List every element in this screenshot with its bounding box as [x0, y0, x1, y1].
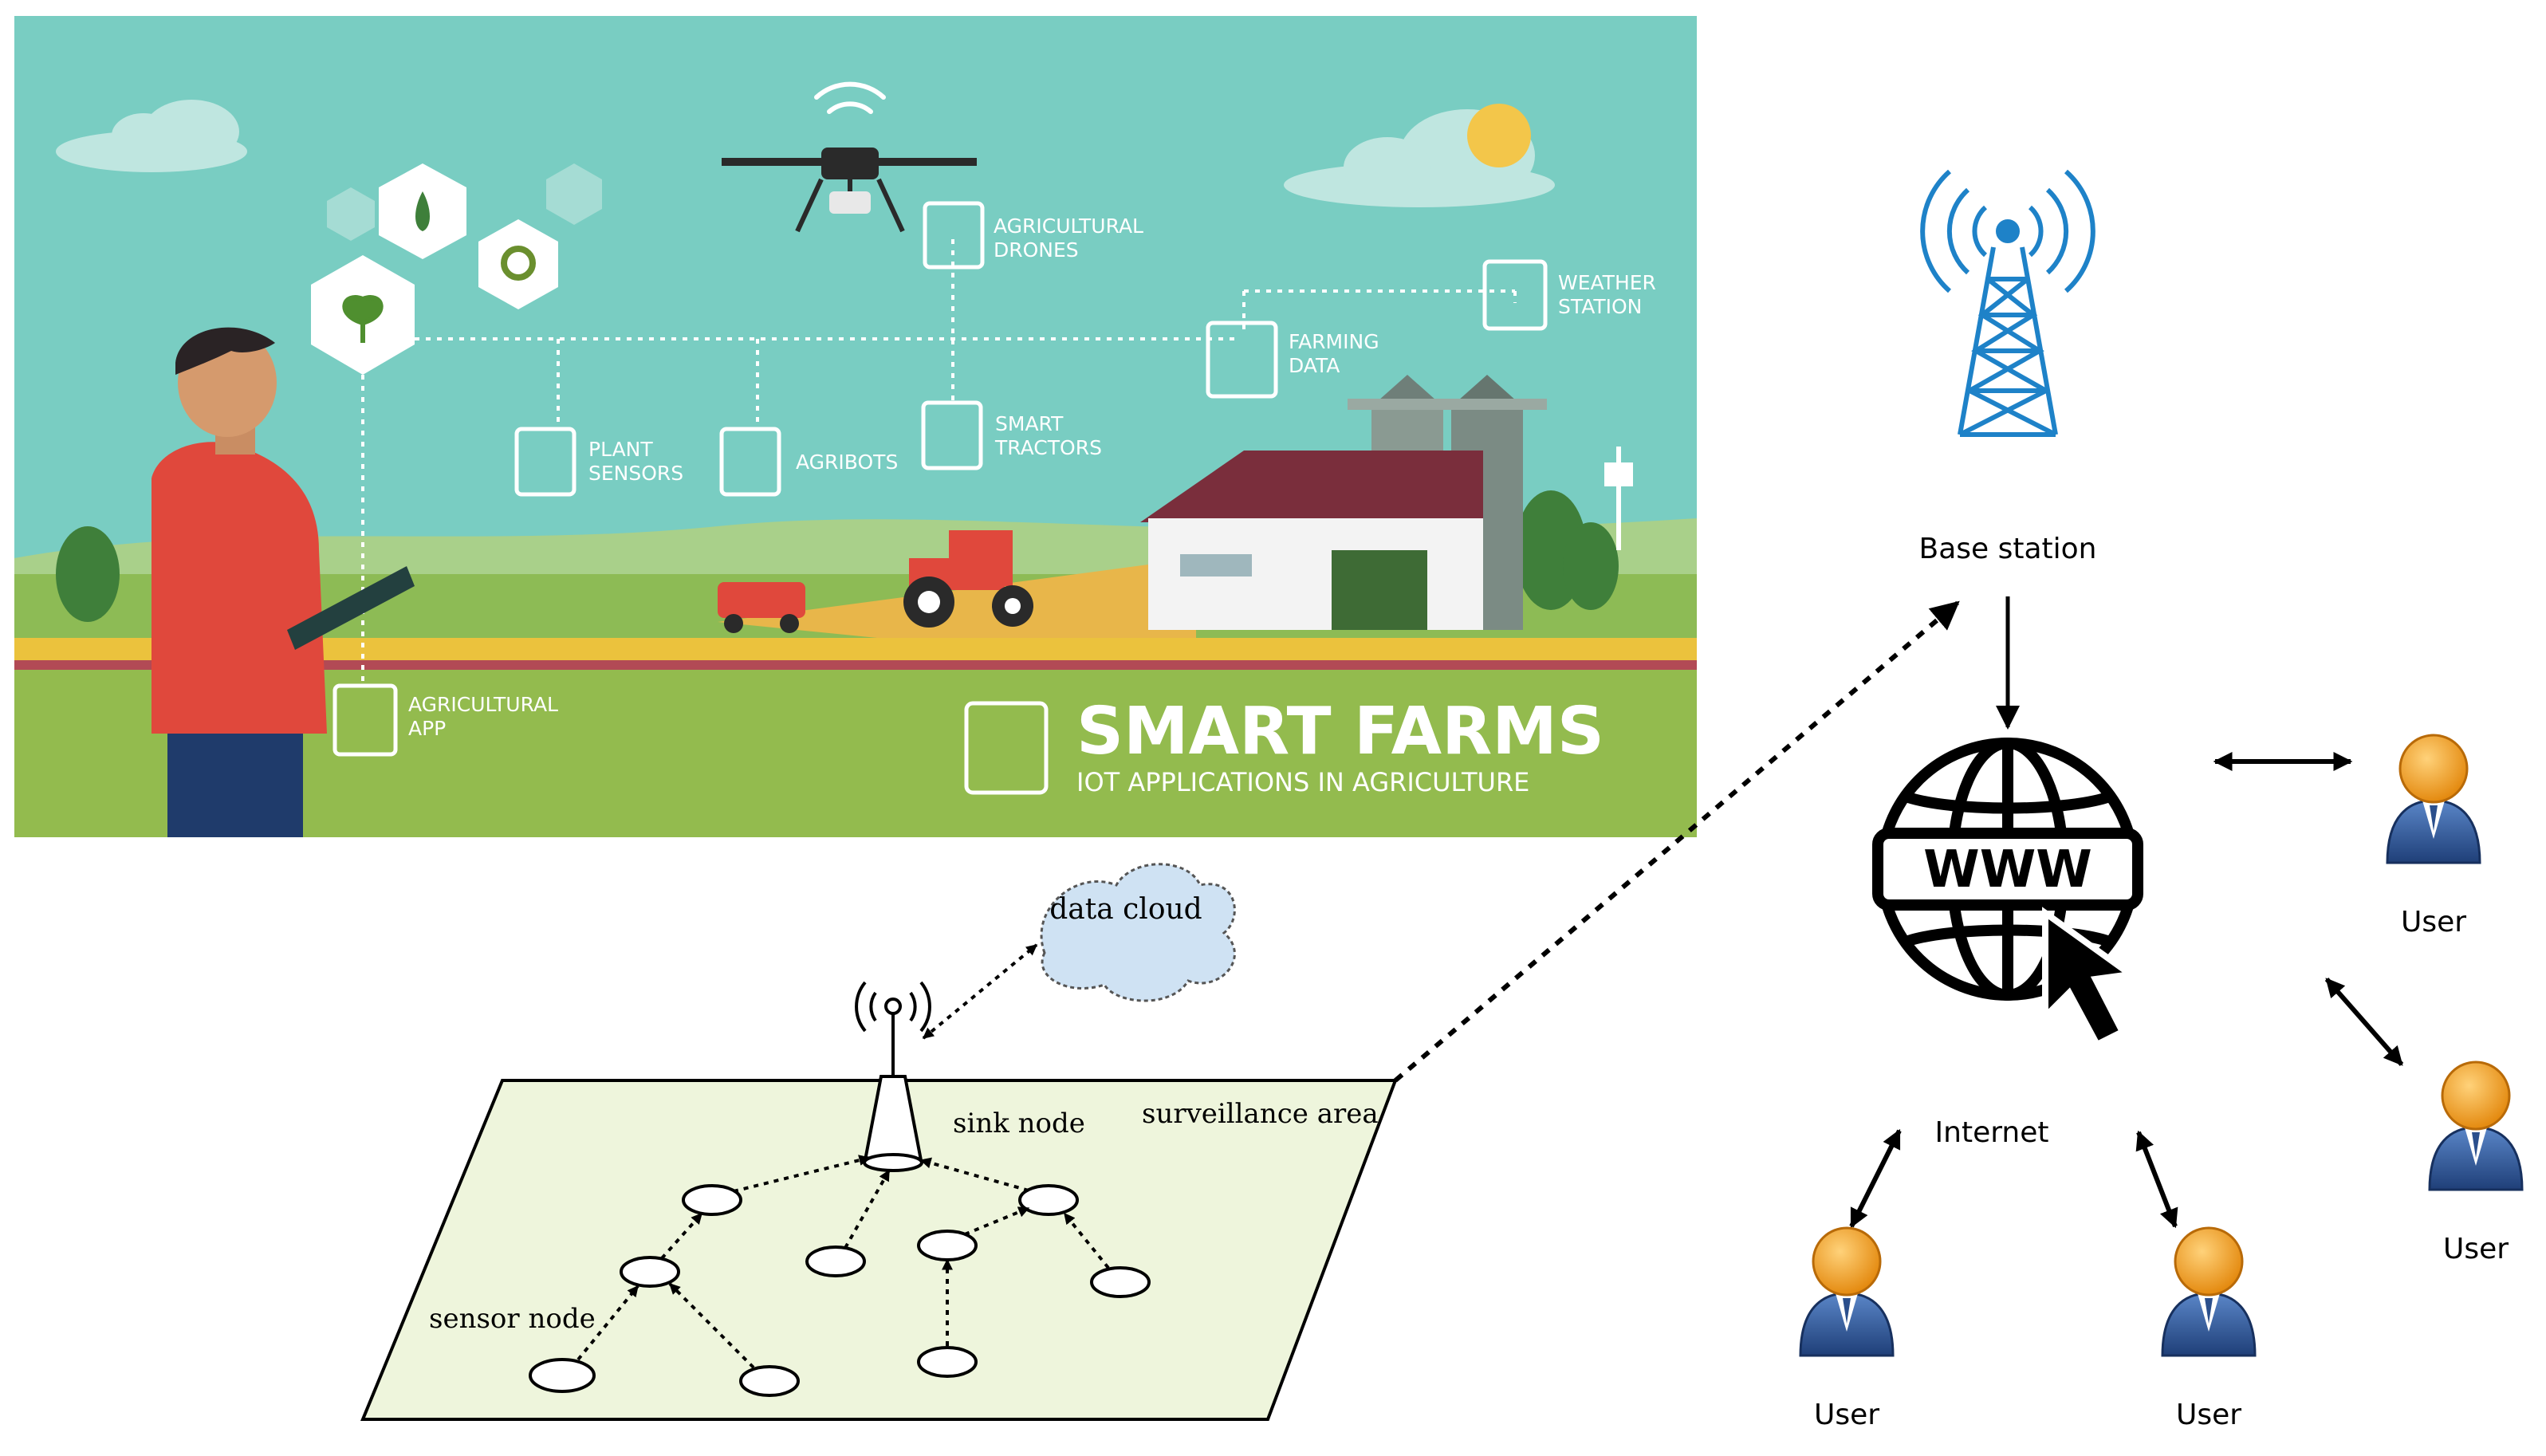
svg-text:AGRIBOTS: AGRIBOTS: [796, 451, 898, 474]
sensor-box-icon: [514, 427, 576, 497]
drone-icon: [722, 81, 977, 233]
svg-text:APP: APP: [408, 717, 446, 740]
svg-text:PLANT: PLANT: [588, 438, 653, 461]
tree-icon: [56, 490, 1619, 622]
banner-label-icons: [333, 201, 1548, 795]
wsn-arrows: [576, 1155, 1110, 1369]
svg-text:DATA: DATA: [1289, 354, 1340, 377]
sensor-node: [917, 1230, 978, 1261]
area-to-base-station-link: [1394, 600, 1960, 1083]
banner-title: SMART FARMS: [1076, 694, 1604, 769]
svg-text:SENSORS: SENSORS: [588, 462, 683, 485]
sink-node-label: sink node: [953, 1108, 1085, 1139]
user-label: User: [2401, 906, 2466, 939]
sensor-node: [682, 1184, 742, 1216]
sensor-node: [739, 1365, 800, 1397]
label-weather-station: WEATHER STATION: [1558, 271, 1656, 318]
label-agricultural-drones: AGRICULTURAL DRONES: [994, 214, 1143, 262]
user-icon: [1799, 1226, 1895, 1357]
plant-icon: [342, 295, 384, 343]
smart-farms-banner: AGRICULTURAL DRONES WEATHER STATION FARM…: [14, 16, 1697, 837]
svg-text:DRONES: DRONES: [994, 238, 1079, 262]
sink-node: [855, 981, 931, 1172]
drone-box-icon: [923, 201, 985, 270]
user-label: User: [2176, 1399, 2241, 1431]
crop-field: [718, 558, 1196, 638]
svg-text:AGRICULTURAL: AGRICULTURAL: [408, 693, 558, 716]
farm-logo-icon: [964, 701, 1049, 795]
banner-subtitle: IOT APPLICATIONS IN AGRICULTURE: [1076, 767, 1529, 797]
cloud-icon: [56, 100, 247, 172]
sun-icon: [1467, 104, 1531, 167]
hexagon-icons: [311, 163, 602, 375]
antenna-icon: [884, 998, 902, 1015]
data-cloud: data cloud: [1040, 863, 1236, 1002]
tractor-box-icon: [921, 400, 983, 470]
www-label: WWW: [1923, 840, 2092, 899]
user-label: User: [1814, 1399, 1879, 1431]
sink-cloud-link: [922, 943, 1038, 1040]
app-box-icon: [333, 683, 398, 757]
road-edge: [14, 660, 1697, 670]
cloud-icon: [1284, 109, 1555, 207]
banner-connectors: [361, 239, 1517, 686]
sensor-node: [620, 1256, 680, 1288]
user-icon: [2428, 1061, 2524, 1191]
user-icon: [2386, 734, 2481, 864]
base-station-tower-icon: [1920, 169, 2095, 437]
svg-text:AGRICULTURAL: AGRICULTURAL: [994, 214, 1143, 238]
svg-text:WEATHER: WEATHER: [1558, 271, 1656, 294]
svg-text:STATION: STATION: [1558, 295, 1642, 318]
sensor-node: [529, 1358, 596, 1393]
gear-icon: [501, 246, 536, 281]
svg-text:SMART: SMART: [995, 412, 1064, 435]
svg-text:TRACTORS: TRACTORS: [994, 436, 1102, 459]
label-plant-sensors: PLANT SENSORS: [588, 438, 683, 485]
cursor-icon: [2042, 907, 2139, 1049]
wsn-diagram: data cloud sink node surveillance area s…: [360, 863, 1398, 1421]
label-smart-tractors: SMART TRACTORS: [994, 412, 1102, 459]
internet-label: Internet: [1935, 1116, 2049, 1149]
surveillance-area: [360, 1079, 1398, 1421]
farmer-figure: [152, 327, 415, 837]
sensor-node: [1018, 1184, 1079, 1216]
barn-icon: [1140, 451, 1483, 630]
sensor-nodes: [529, 1184, 1151, 1397]
svg-text:FARMING: FARMING: [1289, 330, 1379, 353]
data-cloud-label: data cloud: [1049, 893, 1202, 926]
weather-box-icon: [1482, 259, 1548, 331]
sensor-node: [805, 1245, 866, 1277]
weather-station-icon: [1604, 447, 1633, 550]
agribot-box-icon: [719, 427, 781, 497]
tractor-icon: [903, 530, 1033, 628]
label-agribots: AGRIBOTS: [796, 451, 898, 474]
www-banner: [1872, 828, 2143, 911]
base-station-label: Base station: [1919, 533, 2097, 565]
agribot-icon: [718, 582, 805, 633]
sensor-node: [1090, 1266, 1151, 1298]
data-box-icon: [1206, 321, 1278, 399]
sensor-node: [917, 1346, 978, 1378]
internet-user-arrows: [1849, 752, 2404, 1229]
label-agricultural-app: AGRICULTURAL APP: [408, 693, 558, 740]
label-farming-data: FARMING DATA: [1289, 330, 1379, 377]
user-label: User: [2443, 1233, 2509, 1265]
user-icon: [2161, 1226, 2257, 1357]
sensor-node-label: sensor node: [429, 1303, 596, 1335]
water-drop-icon: [415, 191, 430, 231]
surveillance-area-label: surveillance area: [1142, 1098, 1379, 1130]
network-diagram: Base station WWW Internet User: [1799, 169, 2524, 1431]
